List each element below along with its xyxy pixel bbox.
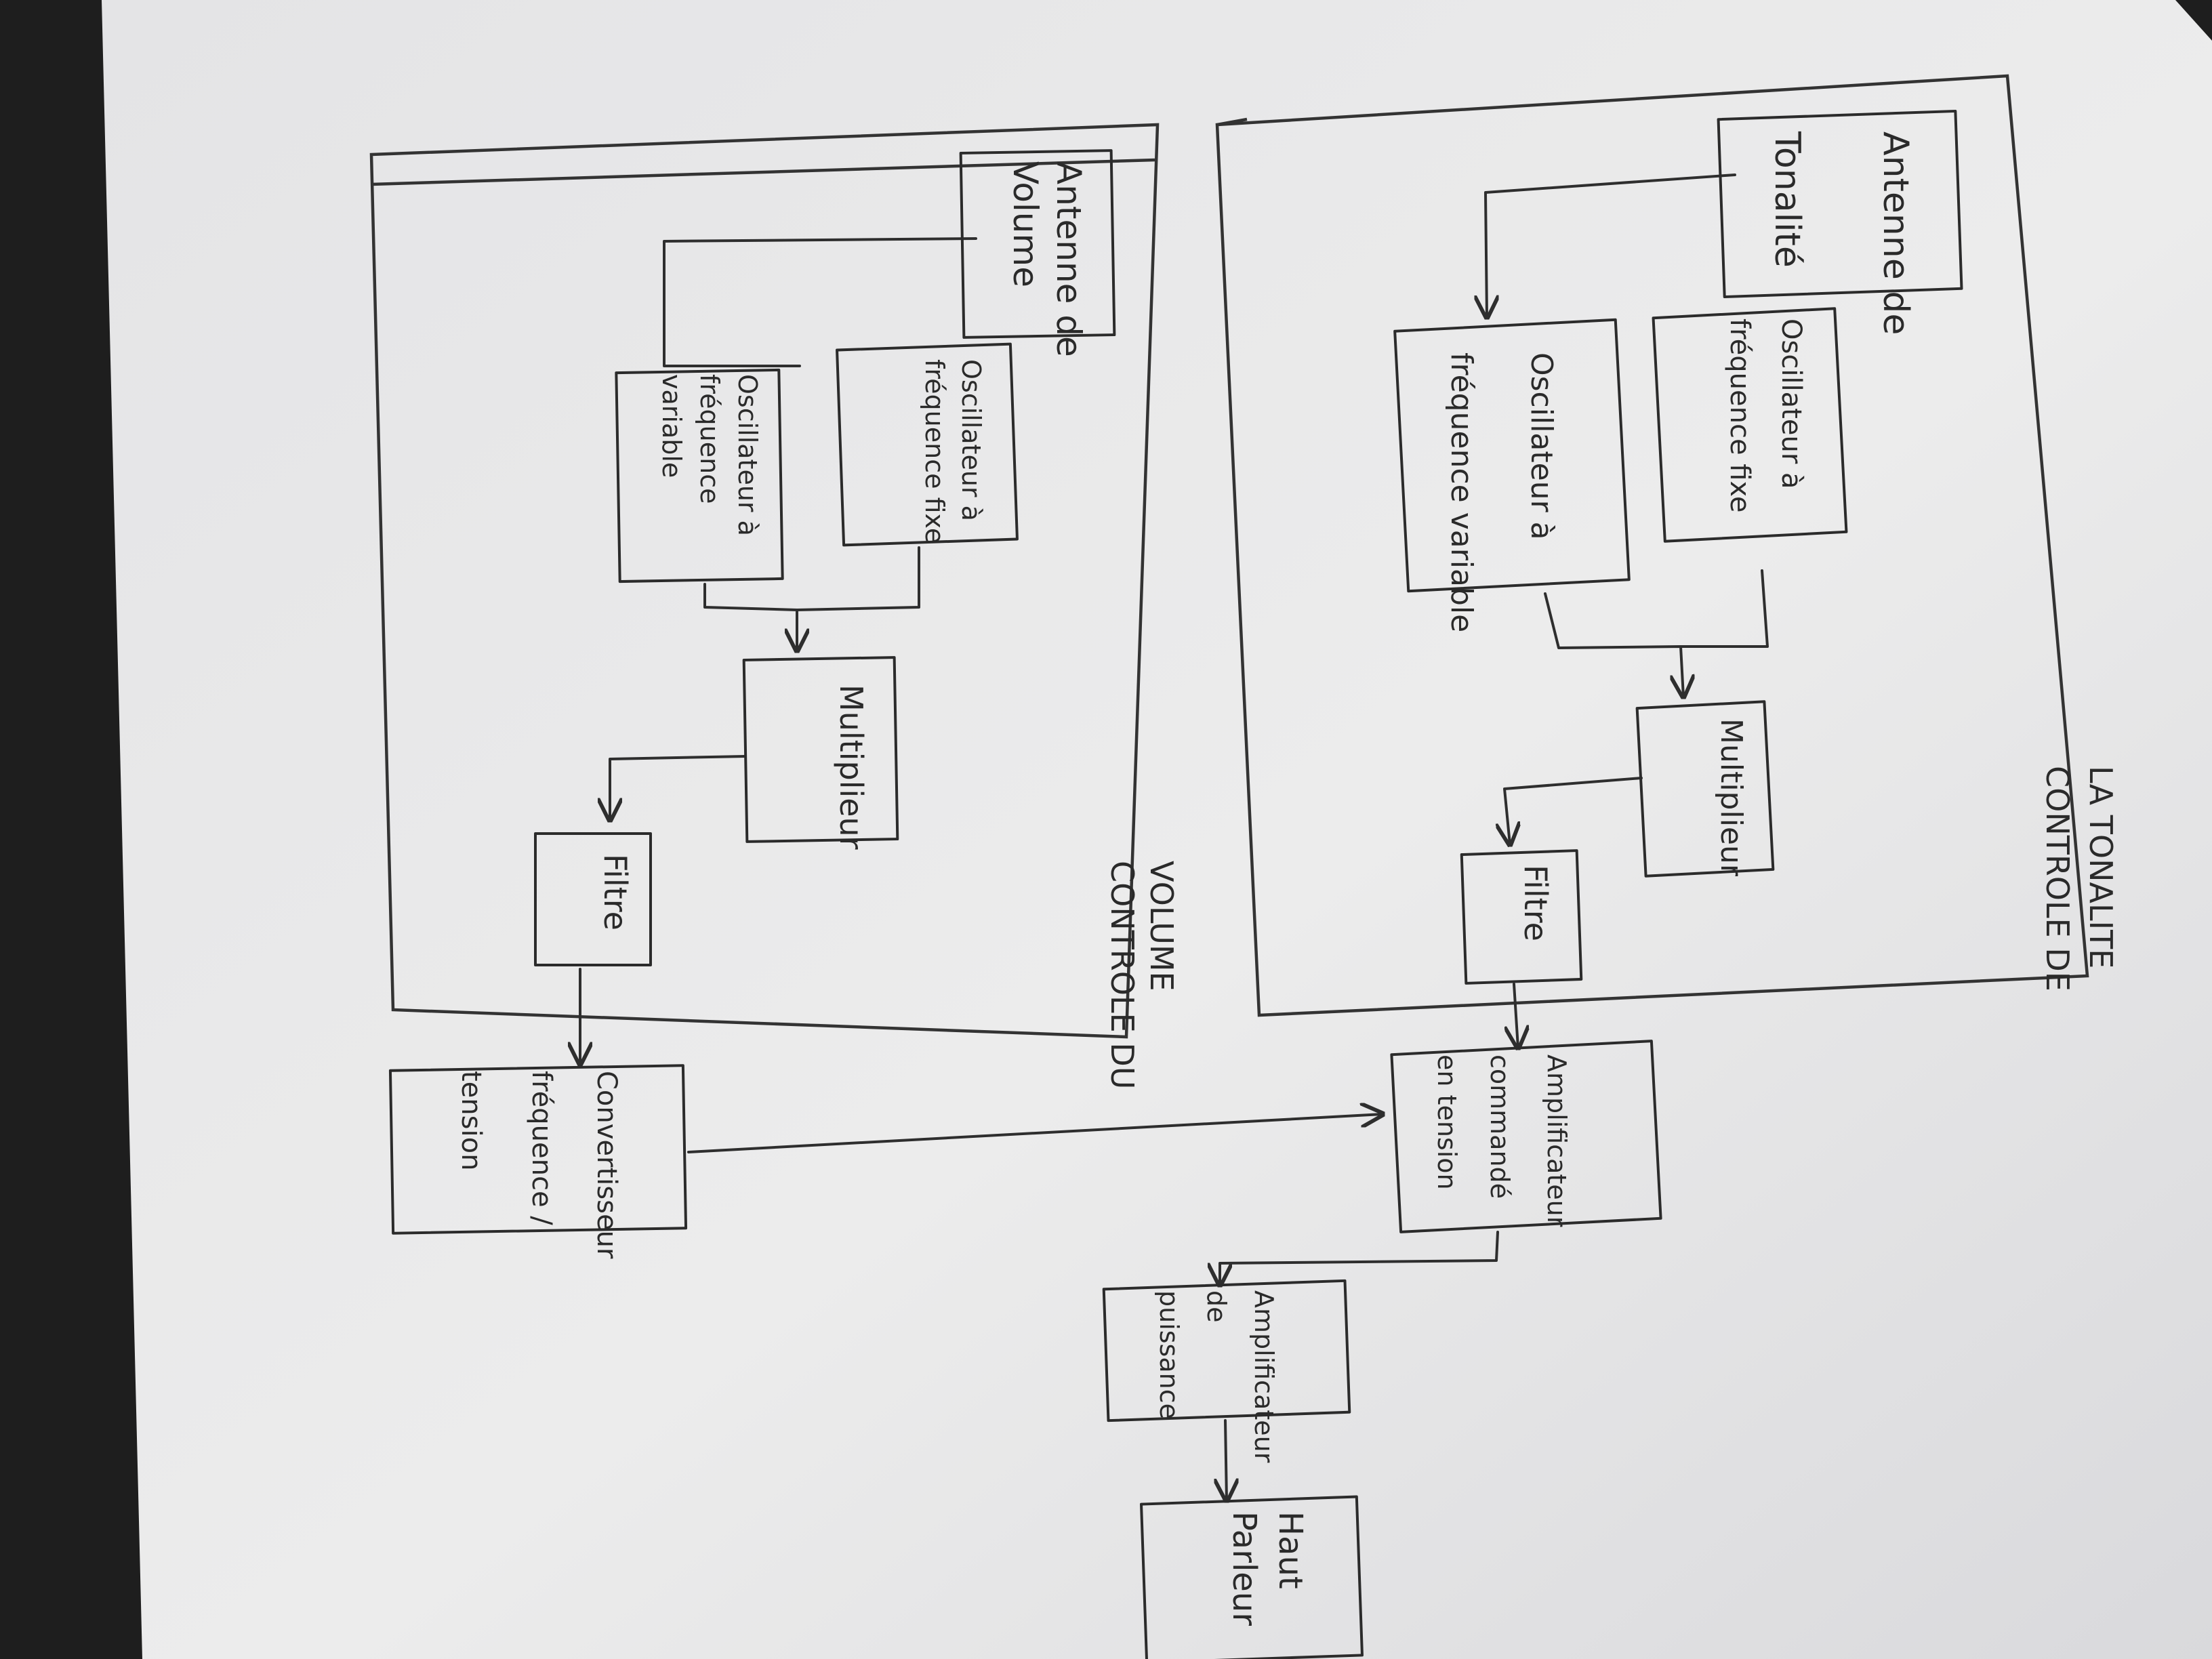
block-osc-var-tonalite: Oscillateur à fréquence variable (1393, 318, 1631, 632)
osc-var-vol-line1: Oscillateur à (733, 374, 762, 536)
wire-osc-var-ton-to-mult (1544, 592, 1683, 697)
wire-filtre-ton-to-ampli-vca (1514, 983, 1518, 1048)
volume-wires (580, 237, 977, 1064)
osc-fixe-ton-line2: fréquence fixe (1724, 319, 1755, 513)
block-ampli-puissance: Amplificateur de puissance (1102, 1279, 1351, 1463)
volume-group-frame (369, 123, 1160, 1039)
wire-ampli-puissance-to-haut-parleur (1225, 1419, 1227, 1500)
osc-var-ton-line2: fréquence variable (1444, 352, 1479, 632)
convertisseur-line3: tension (455, 1071, 487, 1170)
antenne-volume-line1: Antenne de (1049, 161, 1088, 357)
tone-group-label-line1: CONTROLE DE (2039, 766, 2076, 991)
haut-parleur-line1: Haut (1271, 1511, 1309, 1589)
tone-group: CONTROLE DE LA TONALITE (1215, 74, 2119, 1017)
block-antenne-tonalite: Antenne de Tonalité (1717, 109, 1963, 335)
osc-fixe-vol-line2: fréquence fixe (920, 359, 949, 544)
wire-antenne-ton-to-osc-var (1486, 173, 1736, 317)
volume-group-inner-line (371, 158, 1155, 186)
block-filtre-tonalite: Filtre (1460, 849, 1583, 985)
volume-group-label: CONTROLE DU VOLUME (1104, 861, 1180, 1089)
haut-parleur-line2: Parleur (1225, 1511, 1263, 1626)
ampli-puissance-line1: Amplificateur (1249, 1290, 1279, 1463)
tone-group-frame (1215, 74, 2089, 1017)
wire-mult-ton-to-filtre (1504, 777, 1643, 844)
block-ampli-vca: Amplificateur commandé en tension (1390, 1040, 1662, 1233)
block-haut-parleur: Haut Parleur (1140, 1495, 1364, 1659)
osc-fixe-ton-line1: Oscillateur à (1776, 319, 1807, 489)
volume-group-label-line1: CONTROLE DU (1104, 861, 1141, 1089)
block-osc-fixe-volume: Oscillateur à fréquence fixe (836, 342, 1019, 547)
output-wires (687, 1114, 1499, 1500)
wire-convertisseur-to-ampli-vca (687, 1114, 1382, 1153)
block-mult-tonalite: Multiplieur (1635, 700, 1775, 878)
block-convertisseur: Convertisseur fréquence / tension (388, 1064, 688, 1259)
block-filtre-volume: Filtre (534, 832, 652, 966)
antenne-tonalite-line1: Antenne de (1875, 131, 1916, 335)
block-osc-fixe-tonalite: Oscillateur à fréquence fixe (1652, 307, 1848, 543)
wire-antenne-vol-to-osc-var (663, 237, 977, 367)
wire-mult-vol-to-filtre (610, 755, 747, 820)
volume-group-label-line2: VOLUME (1143, 861, 1180, 991)
antenne-tonalite-line2: Tonalité (1767, 131, 1807, 268)
wire-ampli-vca-to-ampli-puissance (1220, 1231, 1499, 1285)
tone-group-label-line2: LA TONALITE (2083, 766, 2119, 968)
convertisseur-line1: Convertisseur (591, 1071, 622, 1259)
filtre-vol-line1: Filtre (597, 854, 634, 930)
mult-ton-line1: Multiplieur (1714, 718, 1748, 877)
ampli-vca-line1: Amplificateur (1542, 1054, 1572, 1227)
paper-surface (102, 0, 2212, 1659)
ampli-vca-line2: commandé (1485, 1054, 1515, 1199)
wire-osc-fixe-vol-to-mult (796, 546, 920, 611)
tone-group-inner-line (1216, 117, 1248, 127)
osc-var-vol-line3: variable (657, 374, 687, 478)
filtre-ton-line1: Filtre (1517, 865, 1554, 941)
osc-var-ton-line1: Oscillateur à (1524, 352, 1559, 540)
mult-vol-line1: Multiplieur (833, 684, 869, 850)
block-osc-var-volume: Oscillateur à fréquence variable (615, 368, 784, 583)
volume-group: CONTROLE DU VOLUME (369, 123, 1180, 1089)
ampli-puissance-line3: puissance (1154, 1290, 1184, 1419)
osc-fixe-vol-line1: Oscillateur à (956, 359, 986, 521)
tone-wires (1486, 173, 1769, 1048)
osc-var-vol-line2: fréquence (695, 374, 724, 504)
wire-osc-fixe-ton-to-mult (1679, 569, 1769, 648)
ampli-puissance-line2: de (1202, 1290, 1231, 1323)
ampli-vca-line3: en tension (1432, 1054, 1462, 1190)
block-mult-volume: Multiplieur (742, 656, 899, 850)
antenne-volume-line2: Volume (1006, 161, 1045, 287)
block-antenne-volume: Antenne de Volume (959, 149, 1116, 357)
convertisseur-line2: fréquence / (526, 1071, 557, 1225)
wire-osc-var-vol-to-mult (703, 583, 797, 651)
tone-group-label: CONTROLE DE LA TONALITE (2039, 766, 2119, 991)
